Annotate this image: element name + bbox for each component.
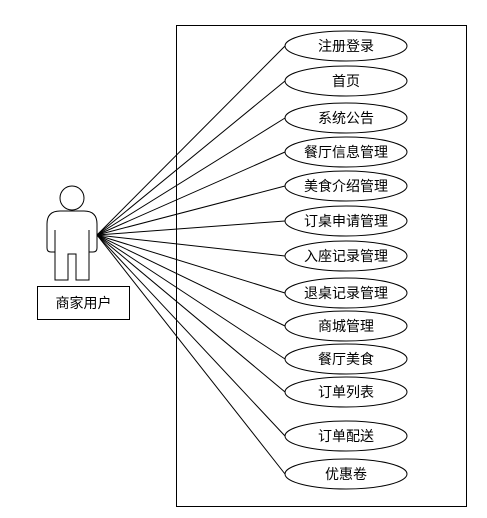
association-line (96, 80, 286, 236)
use-case-label: 美食介绍管理 (304, 178, 388, 195)
use-case-label: 餐厅美食 (318, 351, 374, 368)
use-case-7: 入座记录管理 (284, 240, 408, 272)
association-line (96, 185, 286, 236)
association-line (96, 234, 286, 327)
use-case-3: 系统公告 (284, 102, 408, 134)
use-case-label: 商城管理 (318, 319, 374, 335)
use-case-6: 订桌申请管理 (284, 205, 408, 237)
association-line (96, 234, 286, 294)
use-case-label: 注册登录 (318, 39, 374, 55)
association-line (96, 45, 286, 236)
use-case-label: 系统公告 (318, 111, 374, 127)
use-case-1: 注册登录 (284, 30, 408, 62)
use-case-label: 退桌记录管理 (304, 286, 388, 302)
use-case-5: 美食介绍管理 (284, 170, 408, 202)
system-boundary (176, 25, 467, 507)
use-case-label: 优惠卷 (325, 467, 367, 483)
association-line (96, 234, 286, 360)
use-case-13: 优惠卷 (284, 458, 408, 490)
association-lines (96, 45, 286, 475)
use-case-label: 入座记录管理 (304, 249, 388, 265)
association-line (96, 234, 286, 257)
use-case-label: 订单配送 (318, 429, 374, 445)
association-line (96, 117, 286, 236)
association-line (96, 234, 286, 437)
use-case-4: 餐厅信息管理 (284, 136, 408, 168)
association-line (96, 234, 286, 475)
use-case-label: 订桌申请管理 (304, 214, 388, 230)
use-case-label: 订单列表 (318, 385, 374, 401)
actor-label: 商家用户 (56, 295, 112, 312)
person-icon (46, 185, 98, 281)
association-line (96, 234, 286, 393)
use-case-9: 商城管理 (284, 310, 408, 342)
use-case-10: 餐厅美食 (284, 343, 408, 375)
use-case-2: 首页 (284, 65, 408, 97)
use-case-label: 首页 (332, 74, 360, 90)
association-line (96, 151, 286, 236)
use-case-label: 餐厅信息管理 (304, 144, 388, 161)
actor-label-box: 商家用户 (37, 286, 130, 320)
use-case-8: 退桌记录管理 (284, 277, 408, 309)
association-line (96, 220, 286, 236)
use-case-11: 订单列表 (284, 376, 408, 408)
use-case-12: 订单配送 (284, 420, 408, 452)
